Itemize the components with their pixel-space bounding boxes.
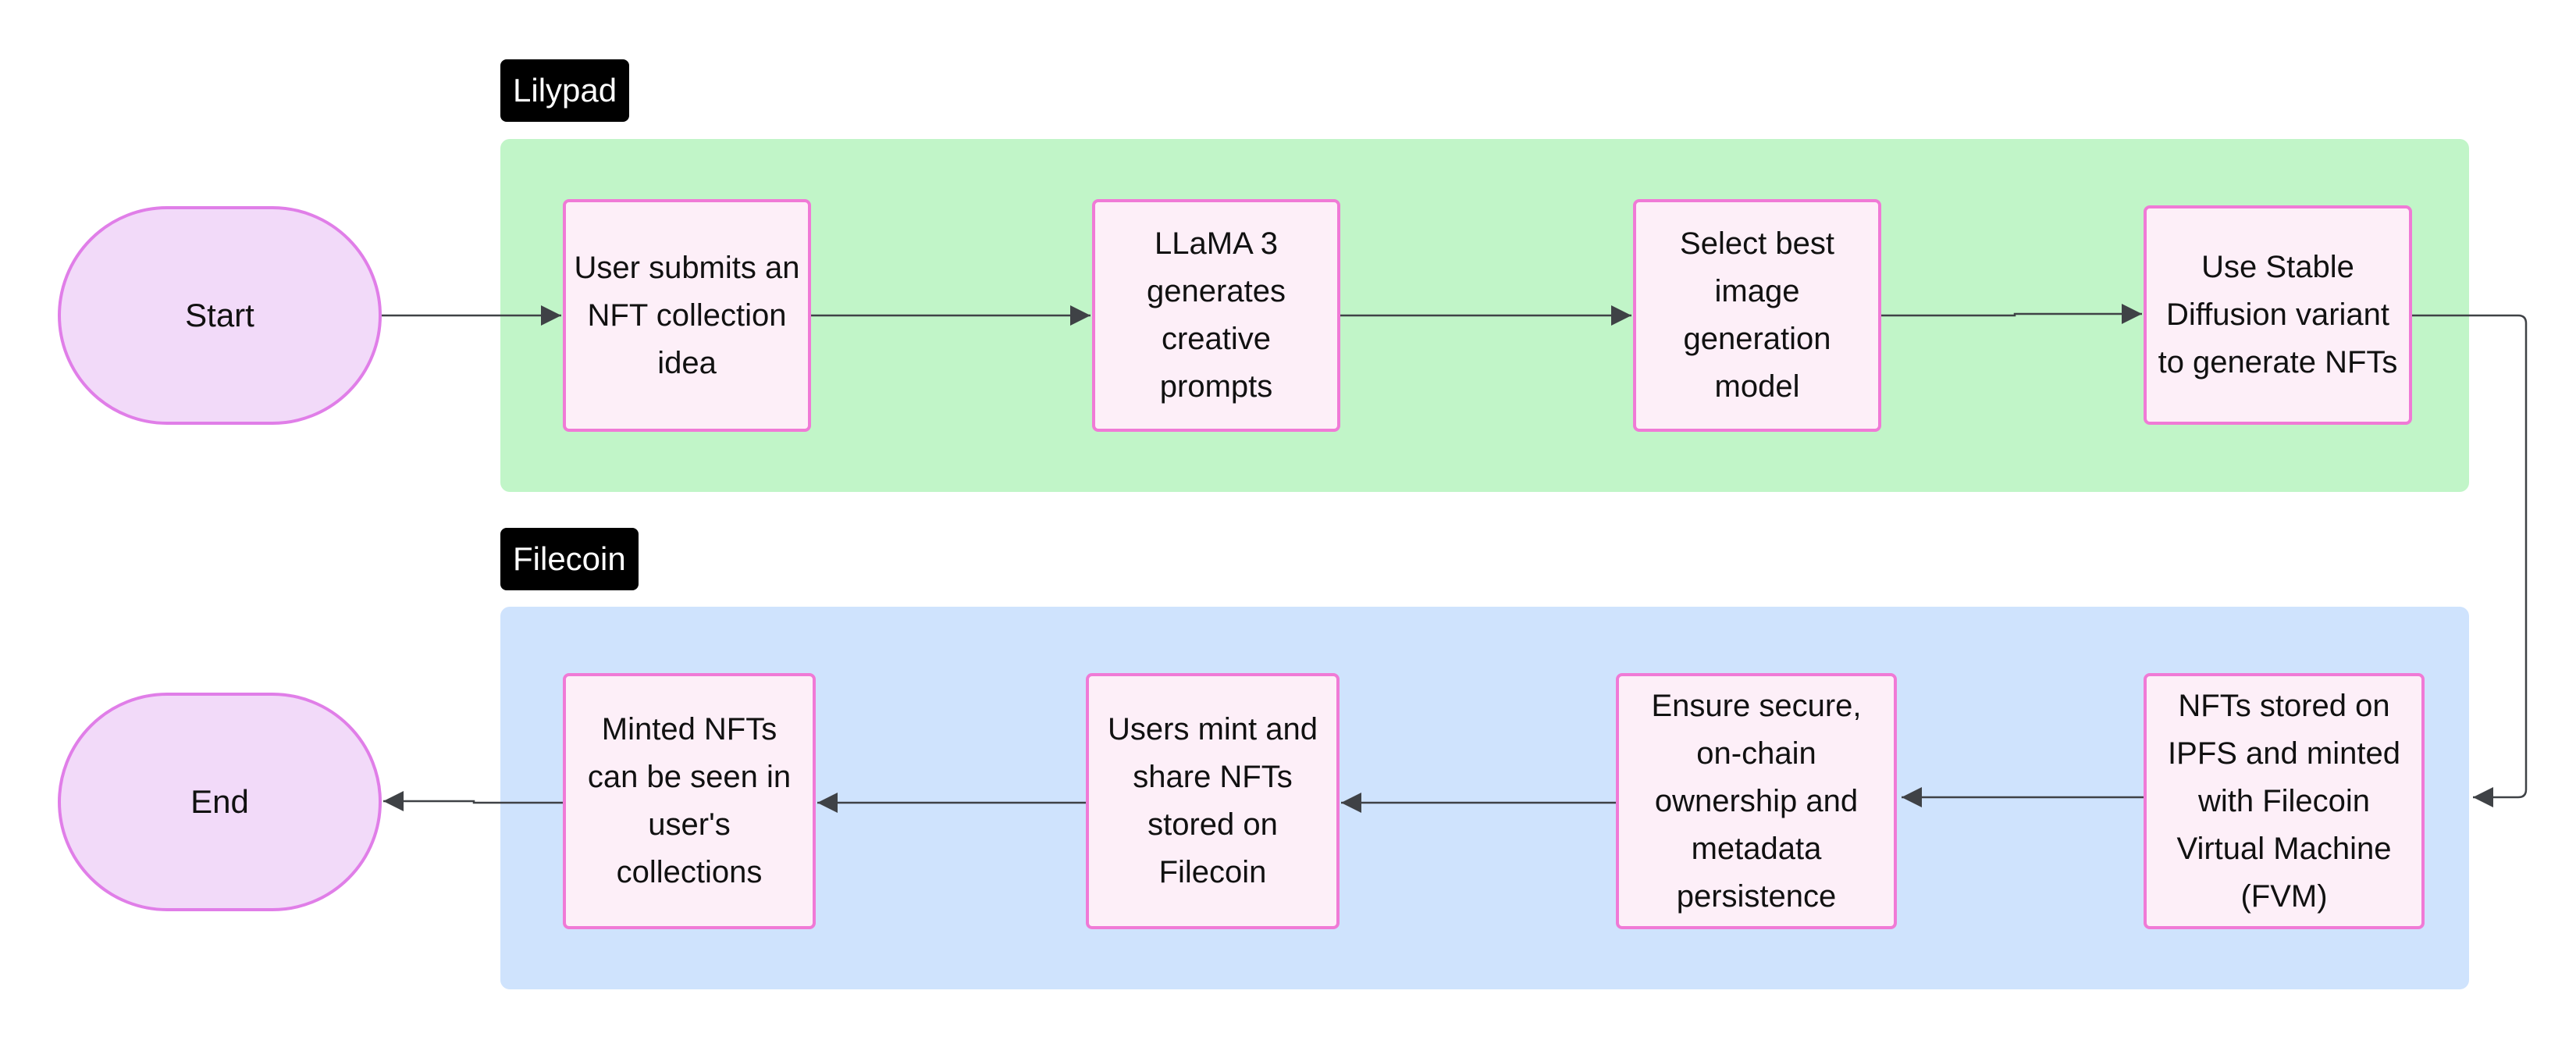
edge-select-to-stable: [1880, 304, 2142, 324]
node-secure-ownership: Ensure secure, on-chain ownership and me…: [1616, 673, 1897, 929]
filecoin-group-label: Filecoin: [500, 528, 639, 590]
node-select-model: Select best image generation model: [1633, 199, 1881, 432]
edge-minted-to-end: [383, 791, 564, 811]
lilypad-group-label: Lilypad: [500, 59, 630, 122]
edge-stable-to-ipfs: [2411, 314, 2528, 807]
node-submit-idea: User submits an NFT collection idea: [563, 199, 811, 432]
end-node: End: [58, 693, 382, 911]
node-mint-share: Users mint and share NFTs stored on File…: [1086, 673, 1340, 929]
start-node: Start: [58, 206, 382, 425]
node-llama-prompts: LLaMA 3 generates creative prompts: [1092, 199, 1340, 432]
node-stable-diffusion: Use Stable Diffusion variant to generate…: [2144, 205, 2412, 425]
node-ipfs-fvm: NFTs stored on IPFS and minted with File…: [2144, 673, 2425, 929]
node-minted-collections: Minted NFTs can be seen in user's collec…: [563, 673, 816, 929]
